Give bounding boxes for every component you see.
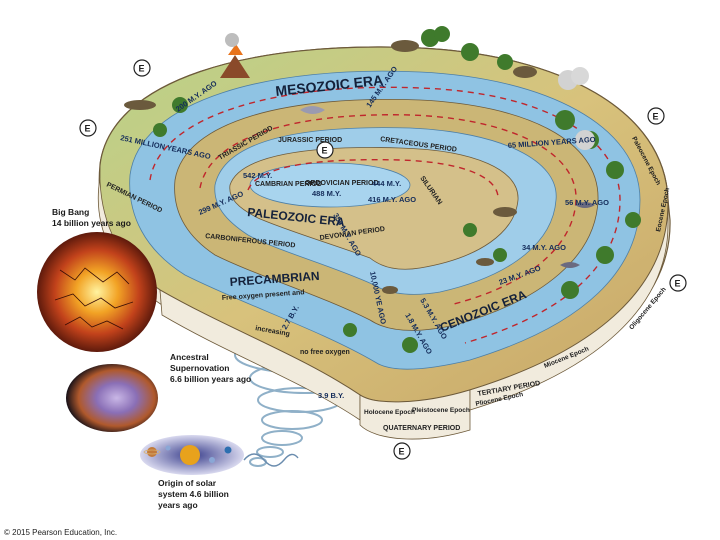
copyright-credit: © 2015 Pearson Education, Inc. — [4, 528, 118, 537]
pleistocene-epoch-label: Pleistocene Epoch — [412, 407, 470, 414]
big-bang-texture — [54, 267, 134, 330]
supernova-group: Ancestral Supernovation 6.6 billion year… — [66, 352, 251, 432]
time-arrows — [149, 86, 621, 344]
svg-text:E: E — [675, 279, 681, 289]
solar-system-group: Origin of solar system 4.6 billion years… — [140, 435, 299, 510]
e-marker-1: E — [133, 59, 151, 77]
age-416: 416 M.Y. AGO — [368, 195, 416, 204]
planet-icon — [147, 447, 157, 457]
age-56: 56 M.Y. AGO — [565, 198, 609, 207]
svg-text:E: E — [653, 112, 659, 122]
spiral-disk — [97, 46, 671, 440]
svg-text:E: E — [85, 124, 91, 134]
solar-line-1: Origin of solar — [158, 478, 217, 488]
svg-text:E: E — [322, 146, 328, 156]
e-marker-5: E — [669, 274, 687, 292]
ordovician-period-label: ORDOVICIAN PERIOD — [305, 180, 379, 187]
age-488: 488 M.Y. — [312, 189, 341, 198]
big-bang-group: Big Bang 14 billion years ago — [37, 207, 157, 352]
age-3-9: 3.9 B.Y. — [318, 391, 344, 400]
age-444: 444 M.Y. — [372, 179, 401, 188]
supernova-line-1: Ancestral — [170, 352, 209, 362]
e-marker-2: E — [79, 119, 97, 137]
supernova-cloud — [66, 364, 158, 432]
e-marker-3: E — [316, 141, 334, 159]
quaternary-period-label: QUATERNARY PERIOD — [383, 425, 460, 432]
svg-text:E: E — [139, 64, 145, 74]
supernova-line-2: Supernovation — [170, 363, 230, 373]
big-bang-date: 14 billion years ago — [52, 218, 131, 228]
landscape-decorations — [124, 26, 641, 353]
solar-line-3: years ago — [158, 500, 198, 510]
age-34: 34 M.Y. AGO — [522, 243, 566, 252]
svg-text:E: E — [399, 447, 405, 457]
no-free-oxygen-label: no free oxygen — [300, 349, 350, 356]
solar-line-2: system 4.6 billion — [158, 489, 229, 499]
cambrian-period-label: CAMBRIAN PERIOD — [255, 181, 322, 188]
precambrian-label: PRECAMBRIAN — [229, 269, 320, 289]
age-542: 542 M.Y. — [243, 171, 272, 180]
e-marker-4: E — [647, 107, 665, 125]
holocene-epoch-label: Holocene Epoch — [364, 409, 415, 416]
big-bang-title: Big Bang — [52, 207, 89, 217]
supernova-line-3: 6.6 billion years ago — [170, 374, 251, 384]
e-marker-6: E — [393, 442, 411, 460]
e-markers: E E E E E E — [79, 59, 687, 460]
big-bang-sphere — [37, 232, 157, 352]
sun-icon — [180, 445, 200, 465]
jurassic-period-label: JURASSIC PERIOD — [278, 137, 342, 144]
